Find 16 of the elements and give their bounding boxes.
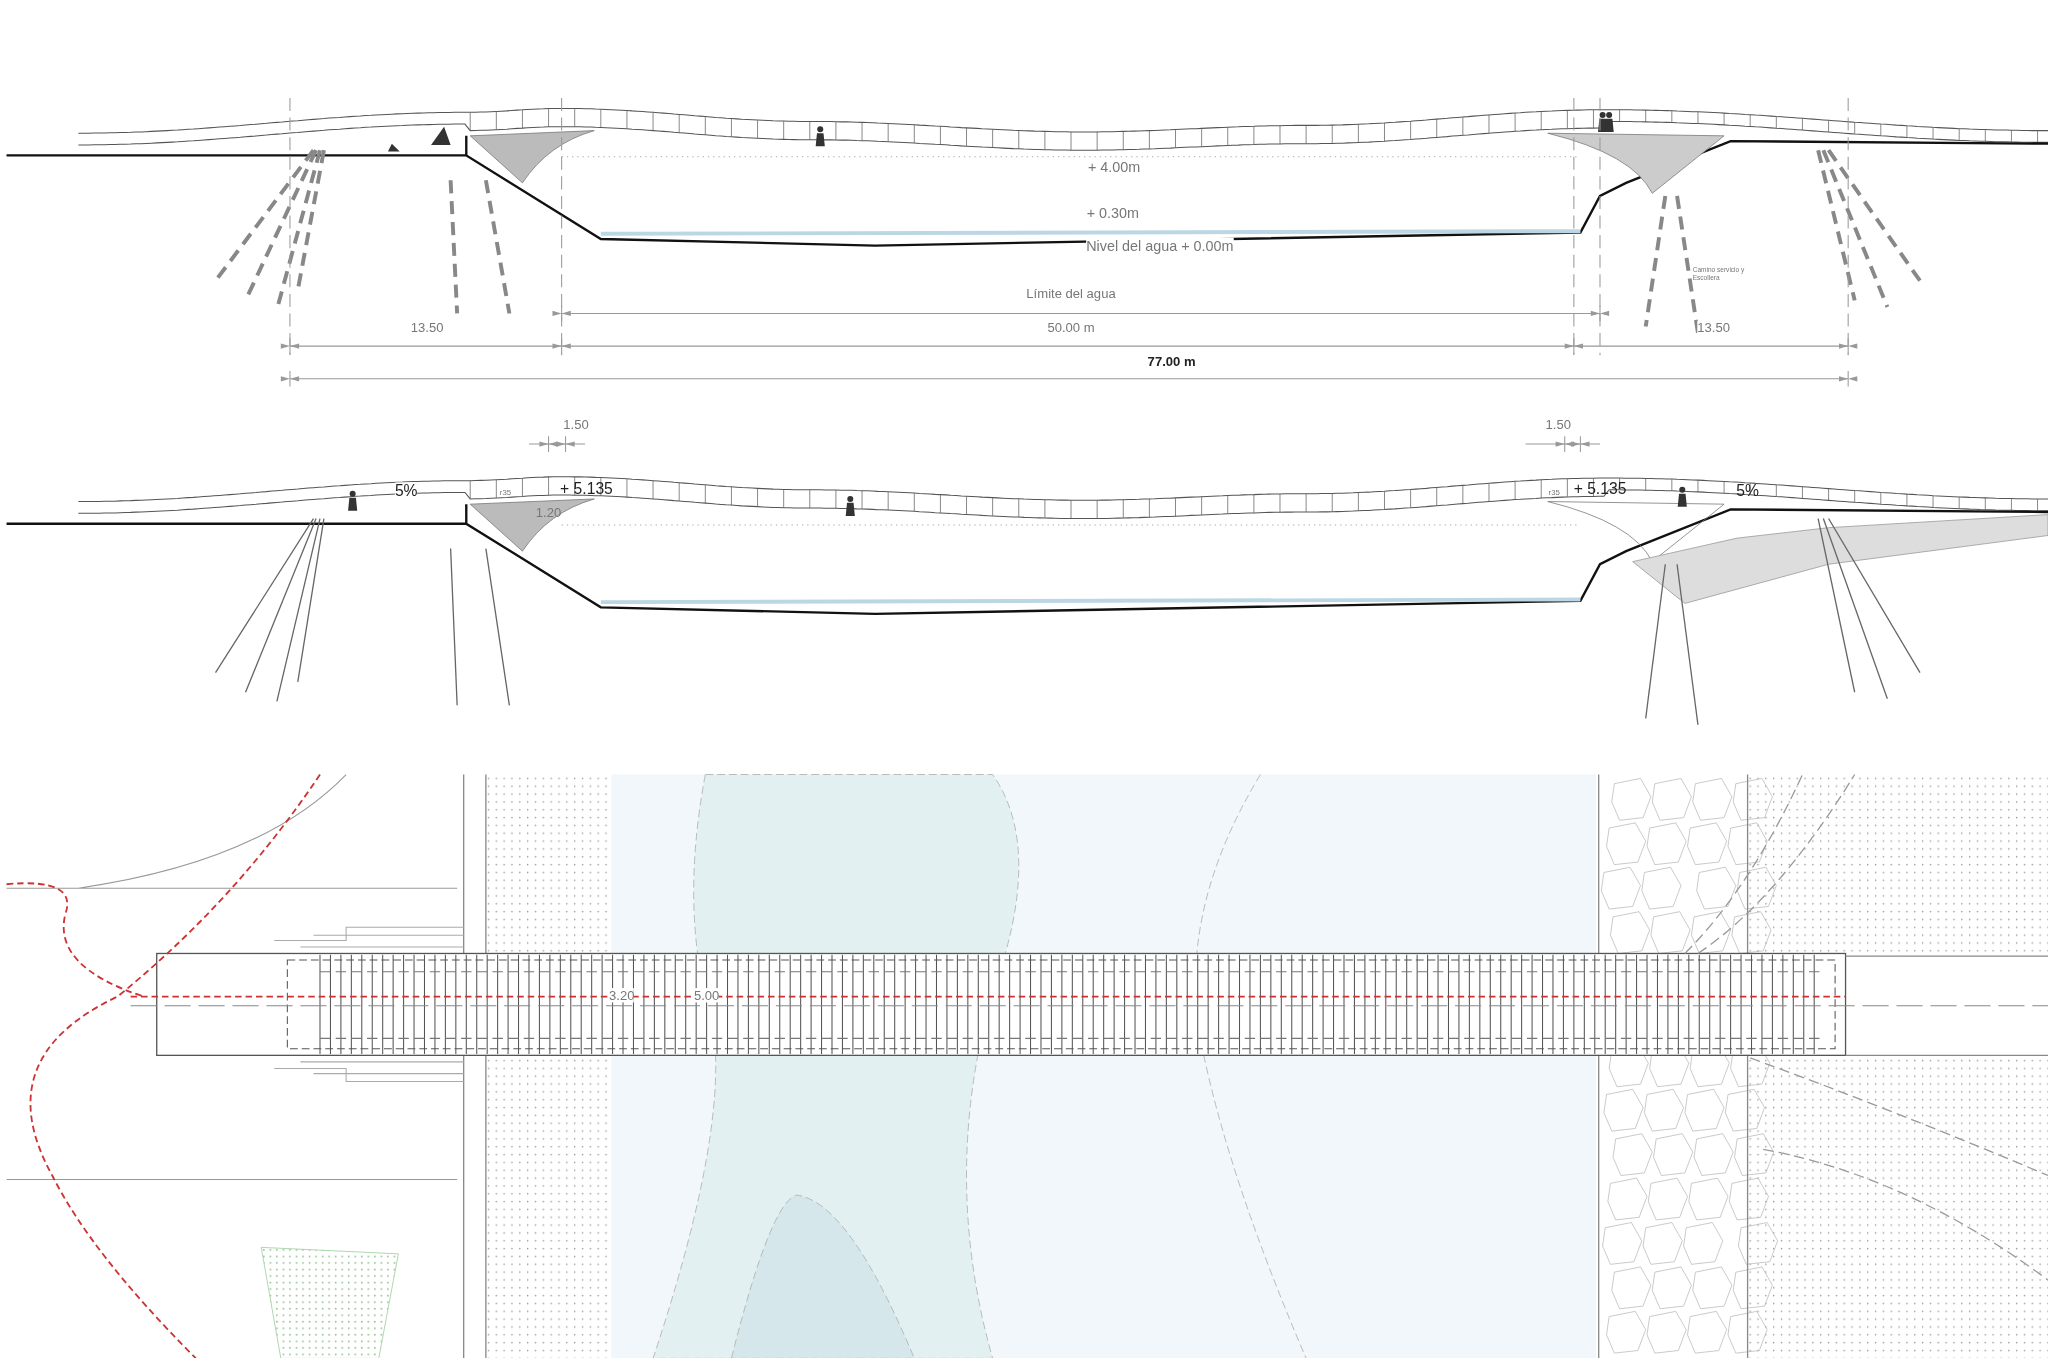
slope-label: 5%: [1736, 482, 1759, 500]
dimension-label: 1.50: [1545, 417, 1571, 432]
elevation-label: + 4.00m: [1087, 159, 1141, 176]
elevation-label: Nivel del agua + 0.00m: [1086, 237, 1234, 254]
dimension-label: 13.50: [1697, 320, 1730, 335]
elevation-label: + 5.135: [560, 481, 613, 499]
dimension-label: 3.20: [609, 988, 635, 1003]
dimension-label: 5.00: [693, 988, 720, 1003]
dimension-label: 1.20: [535, 504, 562, 520]
elevation-label: + 0.30m: [1086, 205, 1139, 221]
dimension-label: 50.00 m: [1047, 320, 1095, 335]
note-text: Límite del agua: [1026, 286, 1116, 302]
dimension-label: 13.50: [410, 320, 444, 335]
dimension-label: 77.00 m: [1147, 354, 1196, 369]
dimension-label: 1.50: [563, 417, 589, 432]
elevation-label: + 5.135: [1573, 481, 1627, 499]
